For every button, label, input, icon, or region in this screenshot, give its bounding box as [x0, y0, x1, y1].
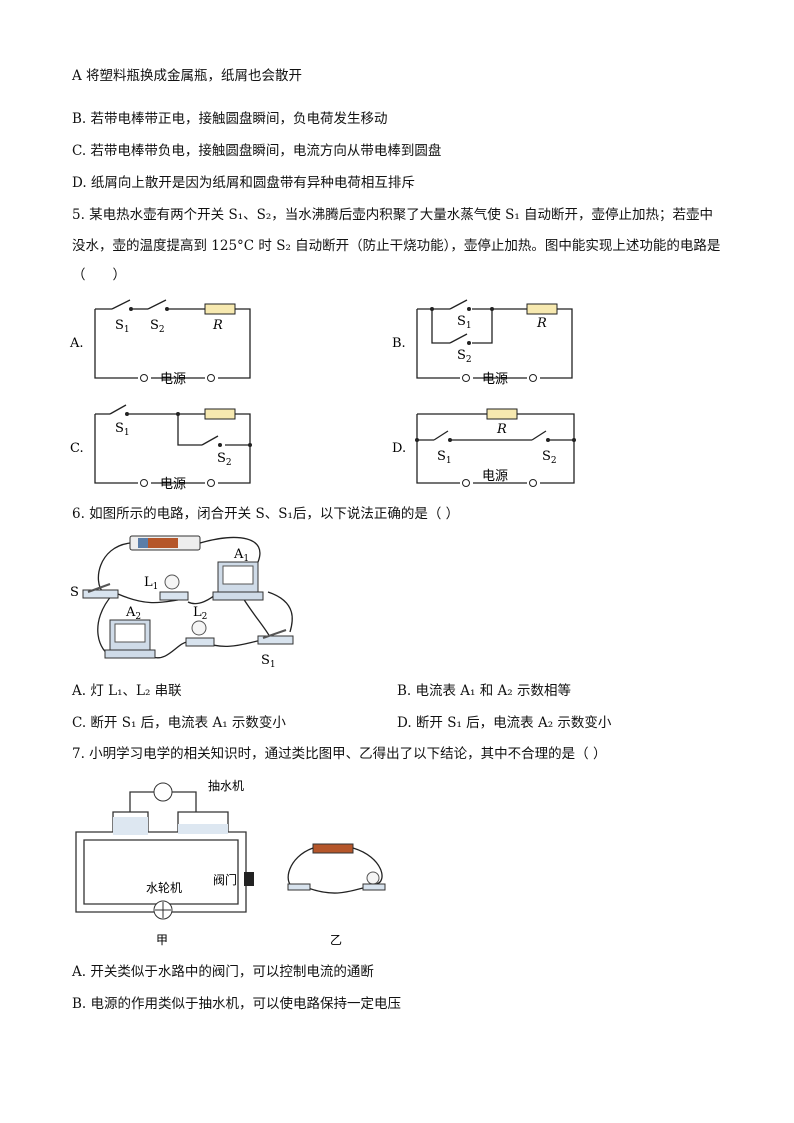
svg-text:S1: S1 — [457, 314, 472, 331]
question-5-line-1: 5. 某电热水壶有两个开关 S₁、S₂，当水沸腾后壶内积聚了大量水蒸气使 S₁ … — [72, 207, 714, 223]
valve-label: 阀门 — [213, 872, 237, 887]
switch-s-label: S — [70, 585, 79, 600]
svg-text:S1: S1 — [437, 449, 452, 466]
option-b: B. 若带电棒带正电，接触圆盘瞬间，负电荷发生移动 — [72, 111, 388, 127]
svg-text:B.: B. — [392, 336, 406, 351]
svg-text:L2: L2 — [193, 605, 207, 622]
svg-text:S2: S2 — [150, 318, 165, 335]
option-d: D. 纸屑向上散开是因为纸屑和圆盘带有异种电荷相互排斥 — [72, 175, 415, 191]
circuit-c: C. S1 S2 电源 — [70, 404, 252, 492]
svg-text:S1: S1 — [115, 421, 130, 438]
q7-option-a: A. 开关类似于水路中的阀门，可以控制电流的通断 — [72, 964, 374, 980]
svg-text:A1: A1 — [233, 547, 249, 564]
svg-text:S2: S2 — [542, 449, 557, 466]
power-source-label: 电源 — [160, 372, 186, 387]
svg-text:R: R — [212, 318, 223, 333]
svg-text:A2: A2 — [125, 605, 141, 622]
q7-analogy-figures: 抽水机 水轮机 阀门 甲 乙 — [75, 779, 386, 947]
q6-option-c: C. 断开 S₁ 后，电流表 A₁ 示数变小 — [72, 715, 286, 731]
pump-label: 抽水机 — [208, 779, 244, 793]
svg-text:R: R — [496, 422, 507, 437]
svg-text:电源: 电源 — [160, 477, 186, 492]
svg-text:C.: C. — [70, 441, 84, 456]
question-5-blank: （ ） — [72, 267, 126, 283]
circuit-b: B. S1 S2 R 电源 — [392, 299, 573, 387]
q5-circuit-diagrams: A. S1 S2 R 电源 B. S1 S2 R 电源 C. — [69, 299, 576, 492]
question-5-line-2: 没水，壶的温度提高到 125°C 时 S₂ 自动断开（防止干烧功能），壶停止加热… — [72, 238, 721, 254]
q7-option-b: B. 电源的作用类似于抽水机，可以使电路保持一定电压 — [72, 996, 402, 1012]
q6-option-d: D. 断开 S₁ 后，电流表 A₂ 示数变小 — [397, 715, 612, 731]
question-6: 6. 如图所示的电路，闭合开关 S、S₁后，以下说法正确的是（ ） — [72, 506, 460, 522]
svg-text:S2: S2 — [457, 348, 472, 365]
svg-text:D.: D. — [392, 441, 406, 456]
figure-jia-label: 甲 — [156, 933, 168, 947]
water-circuit-figure: 抽水机 水轮机 阀门 甲 — [75, 779, 254, 947]
option-c: C. 若带电棒带负电，接触圆盘瞬间，电流方向从带电棒到圆盘 — [72, 143, 442, 159]
option-a: A 将塑料瓶换成金属瓶，纸屑也会散开 — [72, 68, 303, 84]
figure-yi-label: 乙 — [330, 933, 342, 947]
svg-text:S1: S1 — [115, 318, 130, 335]
svg-text:R: R — [536, 316, 547, 331]
circuit-a-label: A. — [69, 336, 84, 351]
svg-text:电源: 电源 — [482, 469, 508, 484]
svg-text:S2: S2 — [217, 451, 232, 468]
circuit-a: A. S1 S2 R 电源 — [69, 299, 251, 387]
q6-option-a: A. 灯 L₁、L₂ 串联 — [72, 683, 182, 699]
svg-text:S1: S1 — [261, 653, 276, 670]
circuit-d: D. R S1 S2 电源 — [392, 408, 576, 487]
svg-text:电源: 电源 — [482, 372, 508, 387]
simple-circuit-figure: 乙 — [287, 843, 386, 947]
question-7: 7. 小明学习电学的相关知识时，通过类比图甲、乙得出了以下结论，其中不合理的是（… — [72, 746, 607, 762]
q6-option-b: B. 电流表 A₁ 和 A₂ 示数相等 — [397, 683, 571, 699]
q6-physical-circuit: S L1 A1 A2 L2 S1 — [70, 535, 294, 670]
turbine-label: 水轮机 — [146, 881, 182, 895]
svg-text:L1: L1 — [144, 575, 158, 592]
